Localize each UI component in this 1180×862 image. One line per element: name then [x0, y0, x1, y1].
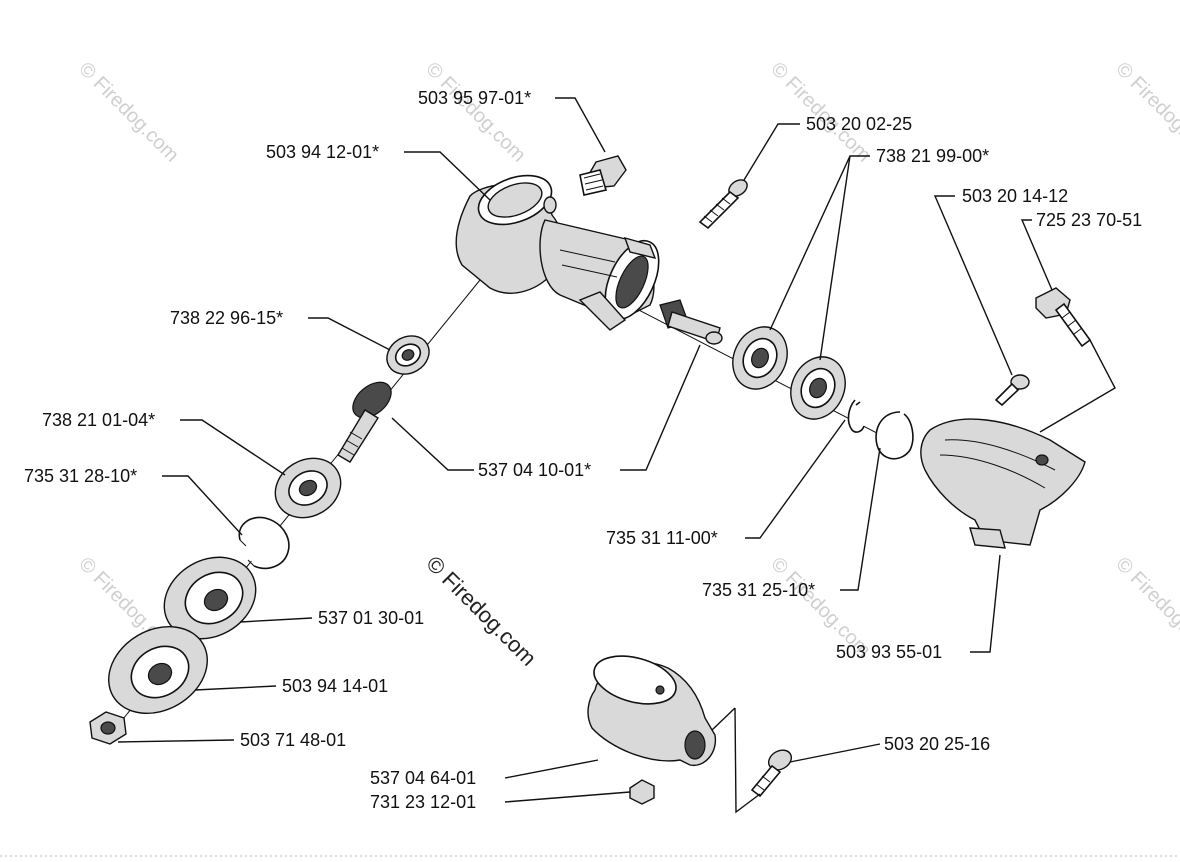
bolt-503-20-02-25 — [698, 179, 748, 230]
bolt-725-23-70-51 — [1035, 287, 1092, 348]
screw-503-20-25-16 — [750, 749, 793, 798]
bearing-738-21-99-a — [732, 326, 788, 390]
bevel-gear-lower — [337, 381, 392, 463]
watermark-top-left: © Firedog.com — [74, 58, 183, 167]
label-503-20-02-25: 503 20 02-25 — [806, 114, 912, 134]
watermark-top-right: © Firedog.com — [766, 58, 875, 167]
label-503-71-48-01: 503 71 48-01 — [240, 730, 346, 750]
label-537-01-30-01: 537 01 30-01 — [318, 608, 424, 628]
label-738-21-99-00: 738 21 99-00* — [876, 146, 989, 166]
label-503-94-12-01: 503 94 12-01* — [266, 142, 379, 162]
label-731-23-12-01: 731 23 12-01 — [370, 792, 476, 812]
screw-503-95-97 — [579, 155, 627, 196]
nut-731-23-12 — [629, 779, 655, 805]
label-503-95-97-01: 503 95 97-01* — [418, 88, 531, 108]
leader-lines — [117, 97, 1116, 814]
watermark-bottom-right: © Firedog.com — [1111, 553, 1180, 662]
pinion-gear-upper — [659, 299, 723, 345]
watermark-top-far-right: © Firedog.com — [1111, 58, 1180, 167]
support-cup-503-94-14 — [108, 625, 208, 715]
bearing-738-21-01-04 — [274, 457, 342, 519]
label-735-31-25-10: 735 31 25-10* — [702, 580, 815, 600]
circlip-735-31-25 — [875, 411, 914, 460]
label-503-20-14-12: 503 20 14-12 — [962, 186, 1068, 206]
circlip-735-31-11 — [847, 399, 865, 433]
label-738-22-96-15: 738 22 96-15* — [170, 308, 283, 328]
label-537-04-10-01: 537 04 10-01* — [478, 460, 591, 480]
bearing-738-21-99-b — [790, 356, 846, 420]
gear-head-housing — [455, 174, 660, 331]
label-735-31-28-10: 735 31 28-10* — [24, 466, 137, 486]
bearing-738-22-96-15 — [386, 335, 430, 375]
label-735-31-11-00: 735 31 11-00* — [606, 528, 718, 548]
label-738-21-01-04: 738 21 01-04* — [42, 410, 155, 430]
part-labels: 503 95 97-01* 503 94 12-01* 503 20 02-25… — [24, 88, 1142, 812]
shield-503-93-55 — [920, 418, 1086, 549]
nut-503-71-48 — [89, 711, 127, 745]
drive-disc-537-01-30 — [163, 556, 257, 640]
screw-503-20-14-12 — [994, 374, 1030, 407]
circlip-735-31-28 — [238, 516, 290, 570]
watermark-center: © Firedog.com — [421, 551, 541, 671]
watermark-top-mid: © Firedog.com — [421, 58, 530, 167]
label-503-93-55-01: 503 93 55-01 — [836, 642, 942, 662]
label-503-94-14-01: 503 94 14-01 — [282, 676, 388, 696]
label-537-04-64-01: 537 04 64-01 — [370, 768, 476, 788]
label-503-20-25-16: 503 20 25-16 — [884, 734, 990, 754]
label-725-23-70-51: 725 23 70-51 — [1036, 210, 1142, 230]
clamp-537-04-64 — [587, 655, 717, 766]
